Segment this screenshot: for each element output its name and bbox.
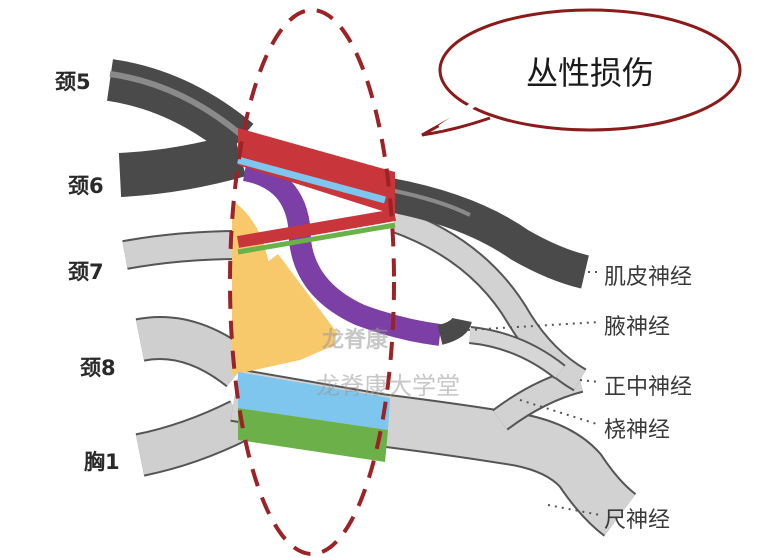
- callout-bubble: [421, 8, 742, 137]
- nerve-label-musculocutaneous: 肌皮神经: [604, 265, 693, 290]
- nerve-label-median: 正中神经: [604, 375, 693, 400]
- nerve-label-axillary: 腋神经: [604, 315, 671, 340]
- watermark-text: 龙脊康大学堂: [316, 372, 460, 400]
- c7-root-shape: [122, 230, 241, 270]
- root-label-c7: 颈7: [68, 260, 104, 284]
- nerve-label-radial: 桡神经: [604, 418, 671, 443]
- root-label-c6: 颈6: [68, 174, 104, 198]
- root-label-t1: 胸1: [84, 450, 120, 474]
- lesion-ellipse: [228, 8, 396, 556]
- pointer-lines: [467, 271, 601, 516]
- watermark-logo: 龙脊康: [322, 328, 389, 353]
- callout-text: 丛性损伤: [525, 54, 654, 92]
- nerve-label-ulnar: 尺神经: [604, 508, 671, 533]
- lower-trunk-nerves: [135, 207, 637, 537]
- injured-plexus-segment: [232, 128, 472, 462]
- root-label-c8: 颈8: [80, 356, 116, 380]
- upper-trunk-nerves: [106, 59, 590, 289]
- root-label-c5: 颈5: [55, 70, 91, 94]
